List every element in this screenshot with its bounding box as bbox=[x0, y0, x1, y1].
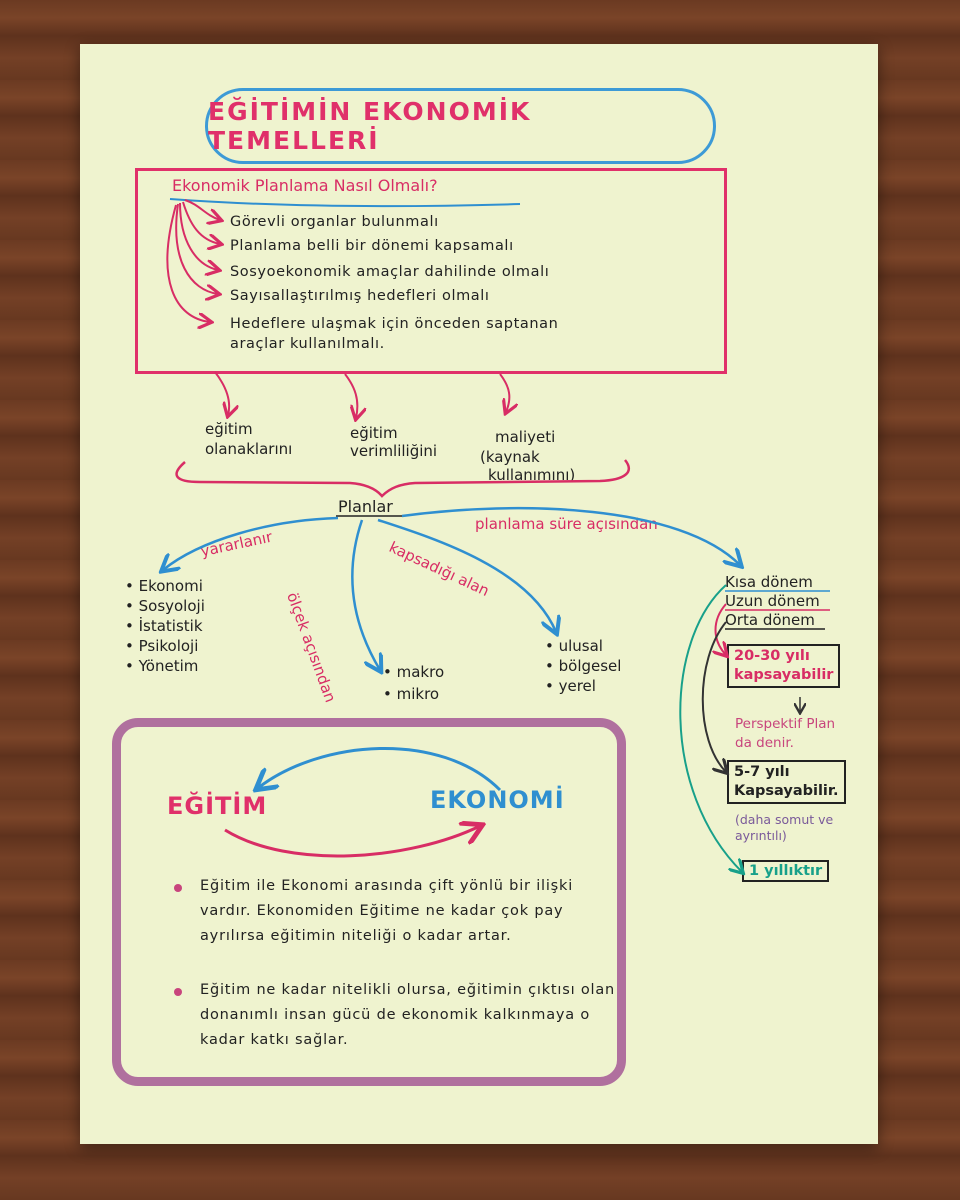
egitim-to-ekonomi-arrow bbox=[224, 826, 480, 858]
heading-underline bbox=[169, 198, 521, 208]
planning-arrow bbox=[179, 202, 218, 270]
outcome-3-line2: (kaynak bbox=[480, 448, 540, 466]
bullet-dot bbox=[174, 988, 182, 996]
planlar-label: Planlar bbox=[338, 497, 393, 516]
outcome-2-line2: verimliliğini bbox=[350, 442, 438, 460]
ekonomi-to-egitim-arrow bbox=[258, 746, 502, 790]
olcek-item: • makro bbox=[383, 663, 445, 681]
planning-item: Sayısallaştırılmış hedefleri olmalı bbox=[230, 288, 490, 304]
mid-detail-line2: ayrıntılı) bbox=[735, 828, 787, 843]
paper-sheet bbox=[80, 44, 878, 1144]
perspektif-line1: Perspektif Plan bbox=[735, 716, 836, 732]
outcome-3-line1: maliyeti bbox=[495, 428, 556, 446]
planning-item: Hedeflere ulaşmak için önceden saptanan bbox=[230, 316, 559, 332]
olcek-item: • mikro bbox=[383, 685, 440, 703]
planning-item: Görevli organlar bulunmalı bbox=[230, 214, 439, 230]
sure-arrow bbox=[401, 506, 740, 565]
orta-arrow bbox=[701, 621, 726, 772]
title-cloud: EĞİTİMİN EKONOMİK TEMELLERİ bbox=[205, 88, 716, 164]
yararlanir-item: • Ekonomi bbox=[125, 577, 203, 595]
page-title: EĞİTİMİN EKONOMİK TEMELLERİ bbox=[208, 97, 532, 155]
long-term-note-line2: kapsayabilir bbox=[734, 667, 834, 683]
uzun-donem: Uzun dönem bbox=[725, 592, 820, 610]
outcome-1-line1: eğitim bbox=[205, 420, 253, 438]
uzun-arrow bbox=[716, 603, 727, 655]
relation-paragraph-1: Eğitim ile Ekonomi arasında çift yönlü b… bbox=[200, 878, 574, 944]
yararlanir-item: • Yönetim bbox=[125, 657, 199, 675]
mid-term-note-line2: Kapsayabilir. bbox=[734, 783, 839, 799]
planning-arrow bbox=[184, 199, 220, 220]
kapsam-item: • yerel bbox=[545, 677, 596, 695]
kisa-arrow bbox=[679, 584, 742, 872]
outcome-3-line3: kullanımını) bbox=[488, 466, 576, 484]
planning-item: araçlar kullanılmalı. bbox=[230, 336, 385, 352]
bullet-dot bbox=[174, 884, 182, 892]
planning-box bbox=[135, 168, 727, 374]
yararlanir-item: • Sosyoloji bbox=[125, 597, 205, 615]
outcome-arrow bbox=[499, 373, 509, 412]
planning-arrow bbox=[166, 204, 210, 322]
outcome-arrow bbox=[344, 373, 357, 418]
outcome-arrow bbox=[214, 371, 229, 415]
egitim-label: EĞİTİM bbox=[167, 792, 268, 820]
outcome-2-line1: eğitim bbox=[350, 424, 398, 442]
planning-arrow bbox=[182, 201, 220, 244]
kapsam-item: • ulusal bbox=[545, 637, 603, 655]
kapsam-item: • bölgesel bbox=[545, 657, 622, 675]
mid-detail-line1: (daha somut ve bbox=[735, 812, 834, 827]
mid-term-note-box: 5-7 yılı Kapsayabilir. bbox=[727, 760, 846, 804]
yararlanir-arrow bbox=[163, 516, 339, 570]
outcome-brace bbox=[175, 459, 631, 498]
ekonomi-label: EKONOMİ bbox=[430, 786, 565, 814]
long-term-note-box: 20-30 yılı kapsayabilir bbox=[727, 644, 841, 688]
olcek-arrow bbox=[351, 519, 380, 670]
relation-frame bbox=[112, 718, 626, 1086]
orta-donem: Orta dönem bbox=[725, 611, 815, 629]
planning-item: Planlama belli bir dönemi kapsamalı bbox=[230, 238, 514, 254]
sure-label: planlama süre açısından bbox=[475, 515, 658, 533]
long-term-note-line1: 20-30 yılı bbox=[734, 648, 810, 664]
yararlanir-item: • İstatistik bbox=[125, 617, 203, 635]
planning-heading: Ekonomik Planlama Nasıl Olmalı? bbox=[172, 176, 438, 195]
kapsam-arrow bbox=[377, 518, 556, 632]
short-term-note: 1 yıllıktır bbox=[749, 863, 823, 879]
mid-term-note-line1: 5-7 yılı bbox=[734, 764, 790, 780]
yararlanir-item: • Psikoloji bbox=[125, 637, 199, 655]
kisa-donem: Kısa dönem bbox=[725, 573, 813, 591]
outcome-1-line2: olanaklarını bbox=[205, 440, 293, 458]
planning-item: Sosyoekonomik amaçlar dahilinde olmalı bbox=[230, 264, 550, 280]
perspektif-line2: da denir. bbox=[735, 735, 794, 751]
planning-arrow bbox=[175, 203, 218, 294]
relation-paragraph-2: Eğitim ne kadar nitelikli olursa, eğitim… bbox=[200, 982, 616, 1048]
